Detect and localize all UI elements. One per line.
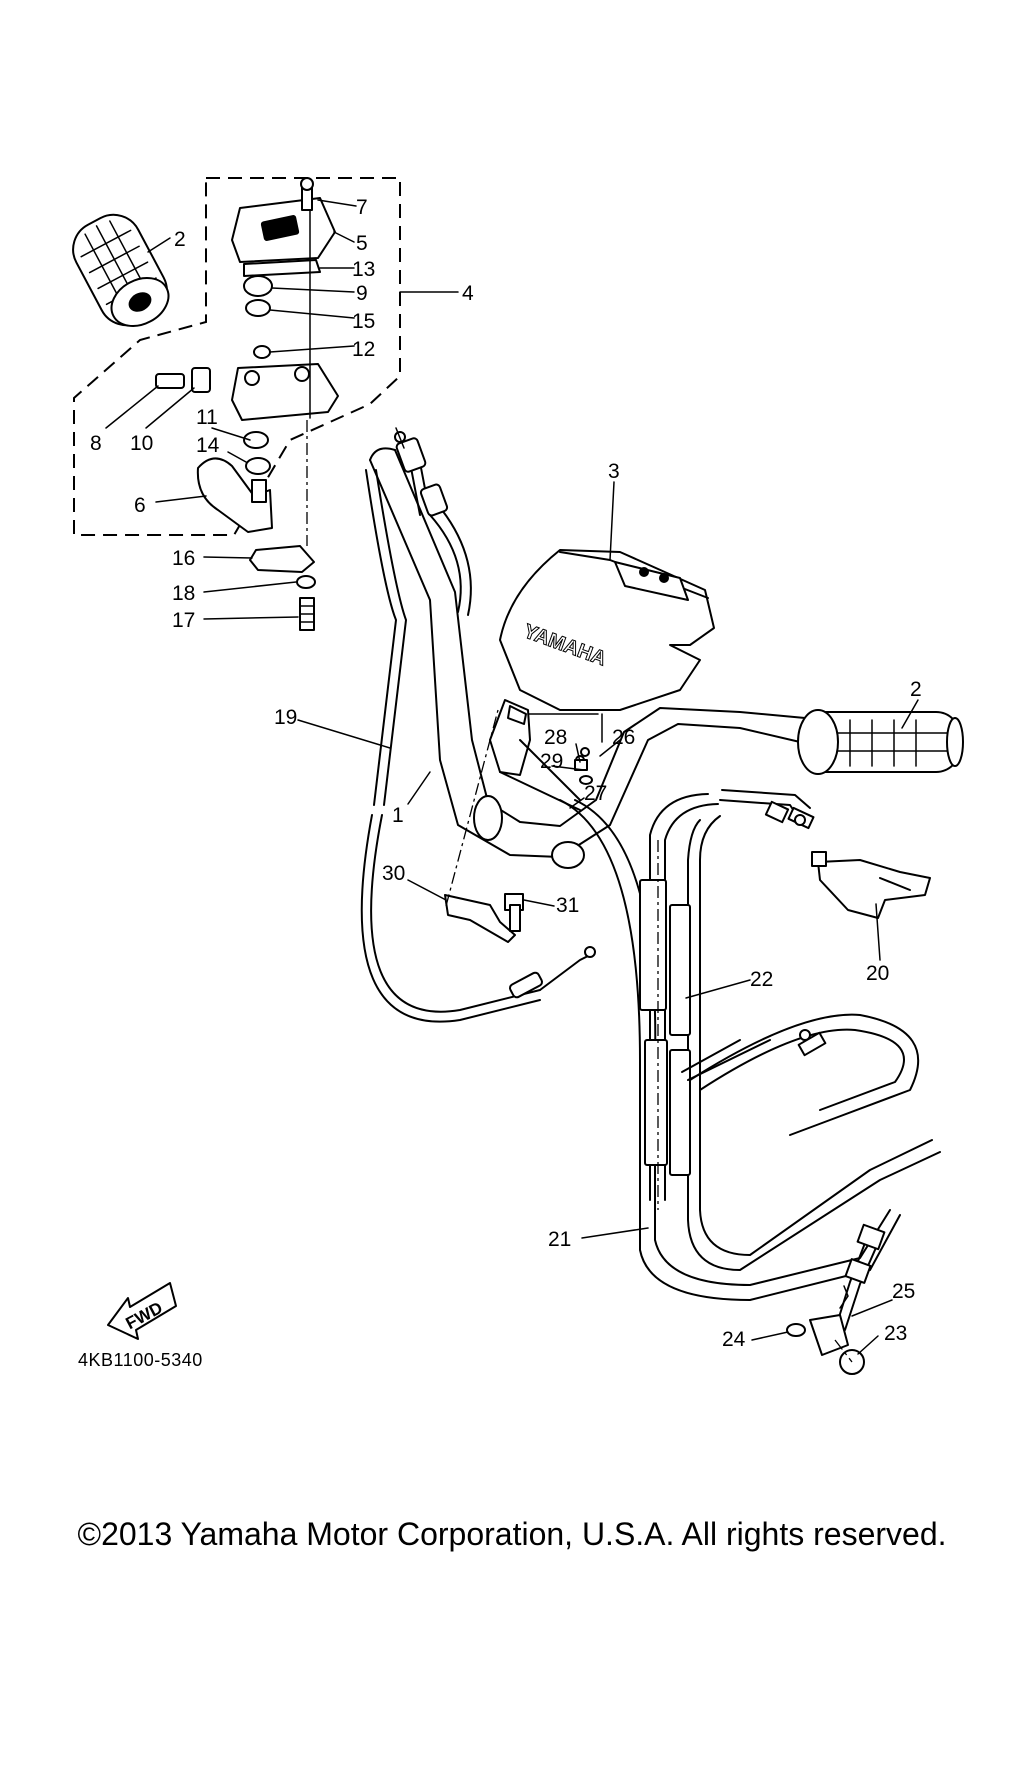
part-20 bbox=[811, 851, 931, 919]
callout-27: 27 bbox=[584, 782, 607, 805]
callout-25: 25 bbox=[892, 1280, 915, 1303]
bolt-8 bbox=[155, 367, 211, 393]
handlebar-cover: YAMAHA bbox=[499, 549, 715, 711]
callout-15: 15 bbox=[352, 310, 375, 333]
cables bbox=[360, 427, 941, 1301]
callout-21: 21 bbox=[548, 1228, 571, 1251]
callout-17: 17 bbox=[172, 609, 195, 632]
callout-3: 3 bbox=[608, 460, 620, 483]
callout-11: 11 bbox=[196, 406, 218, 429]
callout-13: 13 bbox=[352, 258, 375, 281]
forward-arrow: FWD bbox=[107, 1282, 177, 1340]
callout-1: 1 bbox=[392, 804, 404, 827]
callout-26: 26 bbox=[612, 726, 635, 749]
left-grip bbox=[72, 213, 170, 327]
callout-30: 30 bbox=[382, 862, 405, 885]
callout-20: 20 bbox=[866, 962, 889, 985]
throttle-housing bbox=[231, 177, 339, 421]
callout-6: 6 bbox=[134, 494, 146, 517]
clamp-16 bbox=[249, 420, 316, 631]
callout-22: 22 bbox=[750, 968, 773, 991]
handlebar bbox=[369, 447, 806, 869]
callout-28: 28 bbox=[544, 726, 567, 749]
callout-8: 8 bbox=[90, 432, 102, 455]
callout-4: 4 bbox=[462, 282, 474, 305]
callout-24: 24 bbox=[722, 1328, 746, 1351]
callout-18: 18 bbox=[172, 582, 195, 605]
lower-linkage bbox=[786, 1223, 886, 1375]
callout-12: 12 bbox=[352, 338, 375, 361]
copyright-notice: ©2013 Yamaha Motor Corporation, U.S.A. A… bbox=[77, 1516, 947, 1552]
leader-lines bbox=[105, 199, 919, 1355]
throttle-lever bbox=[196, 457, 273, 533]
right-grip bbox=[797, 709, 964, 775]
callout-5: 5 bbox=[356, 232, 368, 255]
callout-labels: 2 7 5 13 9 15 12 4 8 10 11 14 6 16 18 17… bbox=[90, 196, 922, 1351]
callout-16: 16 bbox=[172, 547, 195, 570]
callout-29: 29 bbox=[540, 750, 563, 773]
callout-2-right: 2 bbox=[910, 678, 922, 701]
callout-23: 23 bbox=[884, 1322, 907, 1345]
callout-2-left: 2 bbox=[174, 228, 186, 251]
callout-9: 9 bbox=[356, 282, 368, 305]
bracket-30 bbox=[444, 709, 524, 943]
callout-14: 14 bbox=[196, 434, 220, 457]
washers bbox=[243, 431, 271, 475]
throttle-assembly-boundary bbox=[73, 177, 401, 536]
diagram-code: 4KB1100-5340 bbox=[78, 1350, 203, 1370]
callout-10: 10 bbox=[130, 432, 153, 455]
screw-28 bbox=[574, 759, 593, 785]
callout-19: 19 bbox=[274, 706, 297, 729]
callout-31: 31 bbox=[556, 894, 579, 917]
callout-7: 7 bbox=[356, 196, 368, 219]
